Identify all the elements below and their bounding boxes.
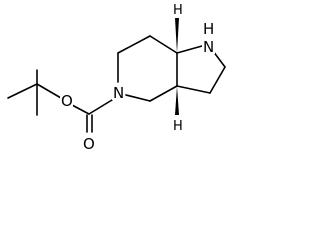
bond-carbonyl-carbon-to-ring-nitrogen	[88, 99, 113, 115]
nh-hydrogen-label: H	[203, 20, 214, 38]
bond-ester-oxygen-to-carbonyl-carbon	[71, 104, 90, 115]
bond-quaternary-carbon-to-ester-oxygen	[36, 83, 62, 99]
tert-butyl-group	[7, 69, 62, 116]
pyrrolidine-nitrogen-label: N	[203, 38, 214, 56]
stereo-wedge-top	[175, 18, 179, 53]
carbamate-group	[71, 99, 113, 133]
bond-c3-to-c3a	[176, 85, 211, 94]
bond-methyl-left	[7, 83, 38, 99]
stereo-h-bottom-label: H	[173, 119, 183, 134]
ester-oxygen-label: O	[61, 92, 73, 110]
stereo-h-top-label: H	[173, 3, 183, 18]
molecule-structure-diagram: O O N N H H H	[7, 3, 226, 153]
bond-c3a-to-c4	[149, 85, 178, 102]
bond-c7a-to-nh	[176, 45, 203, 54]
bond-c7-to-c7a	[149, 35, 178, 54]
bond-c4-to-ring-nitrogen	[125, 94, 151, 102]
pyrrolidine-ring	[176, 45, 226, 94]
piperidine-ring	[117, 35, 178, 102]
carbonyl-oxygen-label: O	[83, 135, 95, 153]
stereo-wedge-bottom	[175, 86, 179, 115]
bond-c6-to-c7	[117, 35, 151, 54]
ring-nitrogen-label: N	[113, 84, 124, 102]
bond-c2-to-c3	[209, 66, 226, 94]
